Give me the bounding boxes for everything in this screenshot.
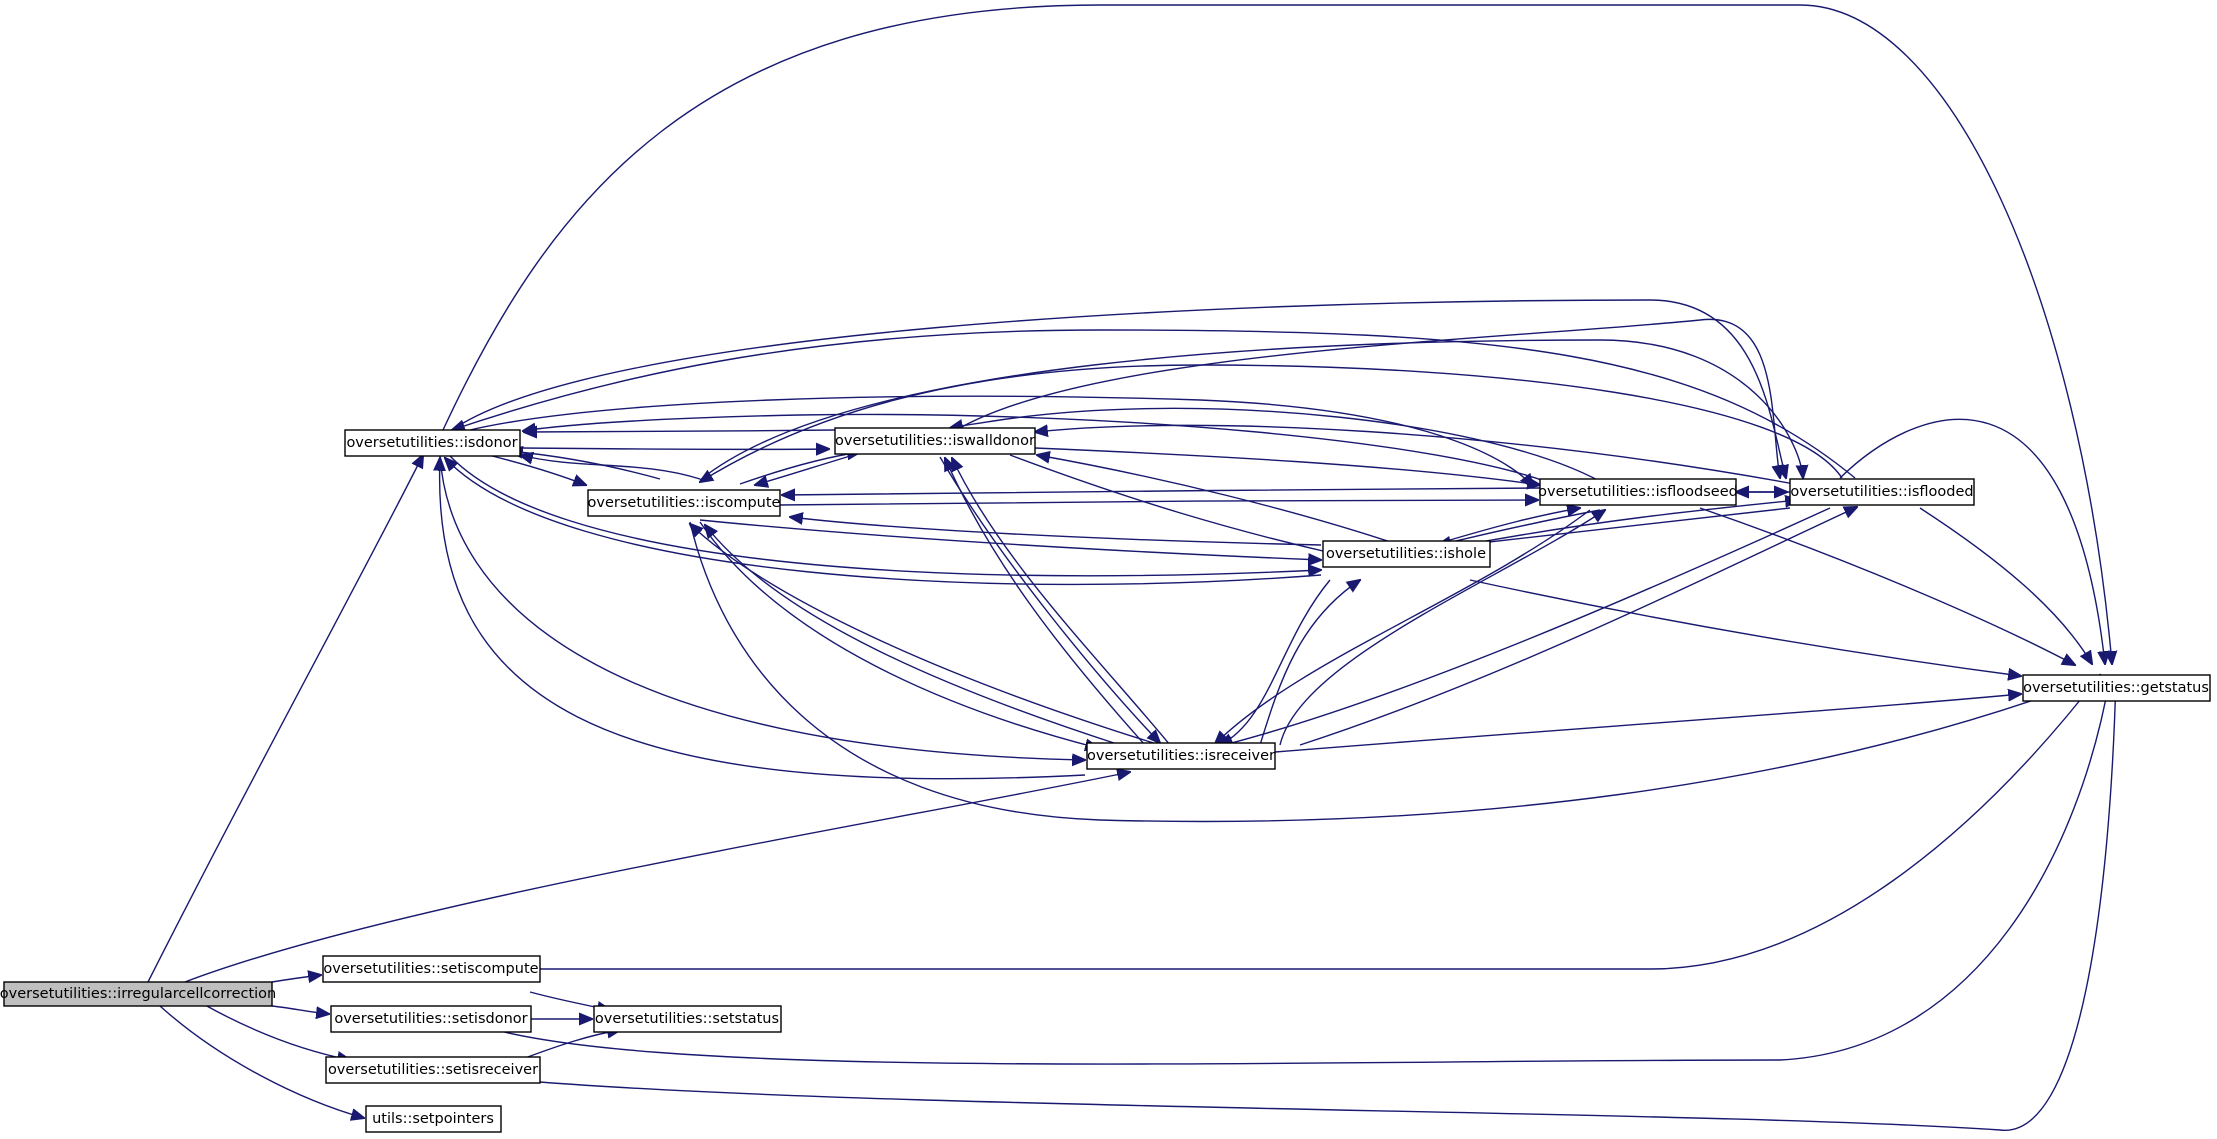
edge-iswalldonor-isflooded: [959, 318, 1780, 478]
edge-isflooded-isdonor: [452, 329, 1856, 479]
edge-ishole-isfloodseed: [1439, 508, 1580, 544]
edge-irregular-isreceiver: [184, 772, 1130, 983]
edge-isreceiver-iswalldonor: [952, 458, 1171, 746]
edge-irregular-setisdonor: [271, 1005, 329, 1014]
node-label: oversetutilities::iswalldonor: [835, 433, 1035, 449]
edge-isfloodseed-iswalldonor: [950, 407, 1611, 488]
edge-isdonor-getstatus: [442, 4, 2112, 664]
edge-isdonor-iswalldonor: [519, 448, 829, 449]
edge-isreceiver-iscompute: [705, 525, 1121, 746]
node-getstatus[interactable]: oversetutilities::getstatus: [2022, 674, 2211, 702]
node-label: oversetutilities::setstatus: [595, 1011, 779, 1027]
edge-ishole-iswalldonor: [1037, 455, 1421, 553]
edge-ishole-getstatus: [1469, 579, 2021, 676]
edge-iswalldonor-ishole: [1009, 454, 1340, 555]
node-isreceiver[interactable]: oversetutilities::isreceiver: [1086, 742, 1276, 770]
node-label: oversetutilities::isfloodseed: [1538, 484, 1738, 500]
edge-ishole-isflooded: [1469, 500, 1798, 545]
edge-isdonor-isfloodseed: [469, 395, 1533, 487]
node-label: oversetutilities::ishole: [1326, 546, 1486, 562]
edge-irregular-setisreceiver: [204, 1004, 350, 1060]
node-ishole[interactable]: oversetutilities::ishole: [1322, 540, 1491, 568]
edge-isfloodseed-isdonor: [523, 413, 1561, 488]
edge-isflooded-getstatus-2: [1839, 418, 2105, 664]
edge-isdonor-iscompute: [479, 452, 586, 485]
edge-isreceiver-iscompute-2: [690, 524, 1161, 746]
edge-isflooded-iscompute: [700, 364, 1843, 482]
edge-isreceiver-getstatus: [1274, 694, 2021, 753]
edge-ishole-isdonor: [445, 458, 1322, 586]
edge-isflooded-getstatus: [1919, 507, 2092, 664]
edge-iswalldonor-isreceiver: [939, 456, 1160, 743]
edge-iscompute-isreceiver: [699, 521, 1098, 748]
edge-isflooded-isreceiver: [1220, 507, 1831, 746]
edge-isflooded-iswalldonor: [1035, 425, 1801, 486]
node-label: oversetutilities::setisreceiver: [328, 1062, 538, 1078]
edge-isreceiver-iswalldonor-2: [945, 458, 1146, 746]
node-setstatus[interactable]: oversetutilities::setstatus: [593, 1005, 782, 1033]
edge-iswalldonor-isfloodseed: [1034, 447, 1540, 485]
edge-isfloodseed-iscompute: [782, 487, 1541, 495]
node-irregularcellcorrection[interactable]: oversetutilities::irregularcellcorrectio…: [0, 981, 276, 1007]
node-label: oversetutilities::getstatus: [2023, 680, 2209, 696]
node-setisdonor[interactable]: oversetutilities::setisdonor: [330, 1005, 532, 1033]
edge-irregular-setpointers: [159, 1005, 364, 1118]
edge-ishole-iscompute: [790, 517, 1322, 546]
node-setiscompute[interactable]: oversetutilities::setiscompute: [322, 955, 541, 983]
node-isdonor[interactable]: oversetutilities::isdonor: [344, 429, 521, 457]
edge-iscompute-ishole: [699, 519, 1321, 560]
node-label: oversetutilities::irregularcellcorrectio…: [0, 986, 276, 1002]
node-isflooded[interactable]: oversetutilities::isflooded: [1789, 478, 1975, 506]
edge-ishole-isreceiver: [1220, 579, 1331, 745]
edge-iswalldonor-isdonor: [524, 430, 836, 432]
edge-isreceiver-ishole: [1259, 580, 1360, 746]
node-label: utils::setpointers: [372, 1111, 494, 1127]
edge-isfloodseed-getstatus: [1699, 507, 2075, 665]
node-label: oversetutilities::iscompute: [588, 495, 781, 511]
edge-iscompute-iswalldonor: [739, 452, 860, 485]
node-label: oversetutilities::isdonor: [346, 435, 517, 451]
edges: [147, 4, 2116, 1131]
node-label: oversetutilities::setisdonor: [334, 1011, 527, 1027]
edge-isdonor-isflooded: [451, 299, 1786, 478]
node-setisreceiver[interactable]: oversetutilities::setisreceiver: [325, 1056, 541, 1084]
edge-iswalldonor-iscompute: [755, 449, 871, 485]
nodes: oversetutilities::irregularcellcorrectio…: [0, 427, 2211, 1133]
node-label: oversetutilities::setiscompute: [323, 961, 538, 977]
edge-iscompute-isfloodseed: [777, 500, 1538, 505]
edge-irregular-isdonor: [147, 455, 423, 983]
node-label: oversetutilities::isreceiver: [1087, 748, 1275, 764]
edge-iscompute-getstatus: [689, 521, 2101, 823]
edge-isdonor-isreceiver: [439, 455, 1085, 760]
edge-iscompute-isdonor-2: [520, 455, 701, 480]
node-iscompute[interactable]: oversetutilities::iscompute: [587, 489, 781, 517]
edge-isdonor-ishole: [449, 455, 1321, 576]
node-isfloodseed[interactable]: oversetutilities::isfloodseed: [1538, 478, 1738, 506]
edge-isreceiver-isfloodseed: [1279, 510, 1605, 746]
edge-setisdonor-getstatus: [499, 677, 2110, 1065]
edge-setisreceiver-getstatus: [539, 677, 2116, 1131]
edge-iscompute-isdonor: [510, 451, 661, 480]
edge-isfloodseed-isreceiver: [1215, 509, 1591, 744]
node-setpointers[interactable]: utils::setpointers: [365, 1105, 502, 1133]
node-label: oversetutilities::isflooded: [1790, 484, 1973, 500]
edge-isreceiver-isflooded: [1299, 507, 1857, 746]
node-iswalldonor[interactable]: oversetutilities::iswalldonor: [834, 427, 1036, 455]
edge-irregular-setiscompute: [271, 975, 321, 982]
edge-setiscompute-getstatus: [540, 675, 2100, 970]
edge-isreceiver-isdonor: [440, 458, 1086, 780]
